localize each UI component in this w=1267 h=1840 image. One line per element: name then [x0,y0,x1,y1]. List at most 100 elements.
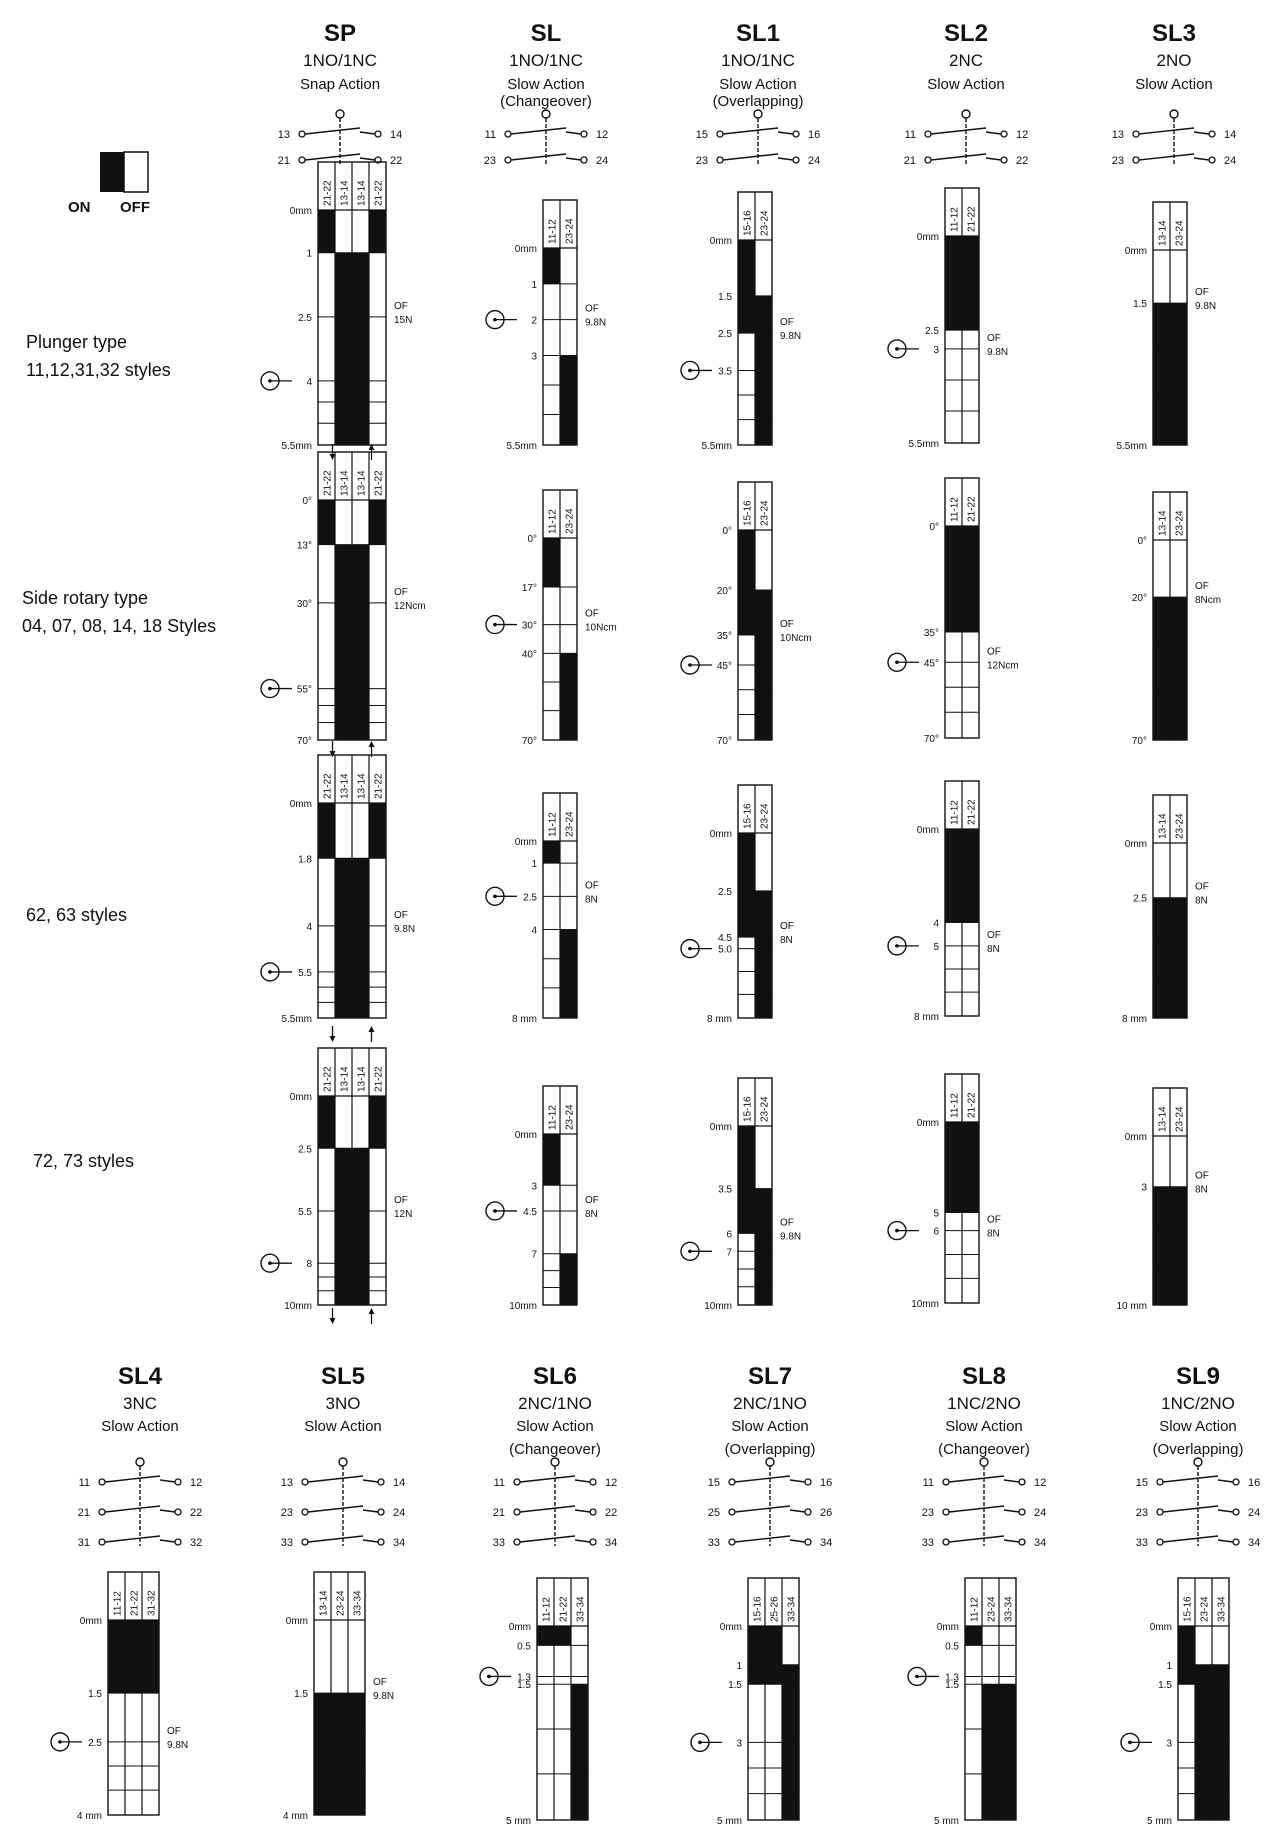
terminal-33: 33 [281,1537,293,1549]
force-label-of: OF [780,921,794,932]
type-contacts-sl: 1NO/1NC [509,51,583,70]
column-label-15-16: 15-16 [743,210,754,236]
column-label-21-22: 21-22 [967,206,978,232]
terminal-12: 12 [190,1477,202,1489]
actuator-icon [335,109,345,119]
column-label-21-22: 21-22 [374,773,385,799]
tick-label: 1.5 [718,292,732,303]
force-value: 8N [987,944,1000,955]
on-segment [335,1210,352,1305]
tick-label: 3 [1166,1738,1172,1749]
on-segment [945,236,962,331]
tick-label: 0° [527,534,537,545]
tick-label: 70° [522,736,537,747]
column-label-11-12: 11-12 [548,509,559,534]
terminal-23: 23 [922,1507,934,1519]
row-label-72-73: 72, 73 styles [33,1151,134,1171]
on-segment [945,1122,962,1213]
tick-label: 1.3 [945,1672,959,1683]
column-label-15-16: 15-16 [743,500,754,526]
arrow-up-icon [368,1308,375,1314]
terminal-11: 11 [923,1477,934,1489]
terminal-25: 25 [708,1507,720,1519]
tick-label: 1 [306,249,312,260]
actuator-icon [753,109,763,119]
type-contacts-sl4: 3NC [123,1394,157,1413]
tick-label: 1.5 [1133,299,1147,310]
column-label-13-14: 13-14 [1158,813,1169,839]
tick-label: 6 [933,1227,939,1238]
type-sub-sl1: (Overlapping) [713,93,804,110]
type-name-sp: SP [324,20,356,47]
force-label-of: OF [394,910,408,921]
tick-label: 0mm [509,1622,531,1633]
on-segment [314,1693,331,1815]
terminal-11: 11 [79,1477,90,1489]
on-off-legend: ON OFF [68,151,150,216]
on-segment [1153,897,1170,1018]
tick-label: 1 [736,1661,742,1672]
type-action-sl4: Slow Action [101,1418,179,1435]
column-label-21-22: 21-22 [374,470,385,496]
column-label-23-24: 23-24 [1200,1596,1211,1622]
terminal-16: 16 [820,1477,832,1489]
terminal-33: 33 [1136,1537,1148,1549]
tick-label: 4 [306,377,312,388]
tick-label: 5.5mm [281,1014,312,1025]
column-label-13-14: 13-14 [1158,1106,1169,1132]
column-label-13-14: 13-14 [340,470,351,496]
on-segment [543,538,560,588]
terminal-24: 24 [808,155,820,167]
tick-label: 5 mm [717,1816,742,1827]
column-label-11-12: 11-12 [970,1597,981,1622]
on-segment [738,530,755,635]
column-label-23-24: 23-24 [565,1104,576,1130]
column-label-15-16: 15-16 [743,1096,754,1122]
type-contacts-sp: 1NO/1NC [303,51,377,70]
force-value: 15N [394,315,412,326]
tick-label: 4.5 [523,1207,537,1218]
terminal-34: 34 [393,1537,405,1549]
column-label-13-14: 13-14 [357,470,368,496]
tick-label: 2.5 [718,329,732,340]
force-value: 12N [394,1209,412,1220]
tick-label: 1 [1166,1661,1172,1672]
type-action-sl2: Slow Action [927,76,1005,93]
column-label-31-32: 31-32 [147,1590,158,1616]
terminal-16: 16 [1248,1477,1260,1489]
terminal-16: 16 [808,129,820,141]
terminal-34: 34 [820,1537,832,1549]
legend-on-swatch [100,152,124,192]
terminal-24: 24 [596,155,608,167]
force-label-of: OF [987,930,1001,941]
on-segment [543,1134,560,1186]
on-segment [765,1626,782,1685]
tick-label: 0mm [720,1622,742,1633]
tick-label: 0mm [917,1118,939,1129]
tick-label: 4.5 [718,933,732,944]
force-label-of: OF [987,646,1001,657]
column-label-23-24: 23-24 [760,1096,771,1122]
tick-label: 3 [1141,1183,1147,1194]
force-value: 9.8N [780,331,801,342]
tick-label: 5.0 [718,945,732,956]
force-label-of: OF [987,1215,1001,1226]
on-segment [352,1148,369,1305]
terminal-33: 33 [493,1537,505,1549]
tick-label: 0mm [917,232,939,243]
tick-label: 0mm [290,1092,312,1103]
force-value: 8N [1195,896,1208,907]
on-segment [543,841,560,864]
tick-label: 8 mm [512,1014,537,1025]
column-label-13-14: 13-14 [340,180,351,206]
tick-label: 0mm [710,236,732,247]
column-label-23-24: 23-24 [987,1596,998,1622]
terminal-22: 22 [190,1507,202,1519]
